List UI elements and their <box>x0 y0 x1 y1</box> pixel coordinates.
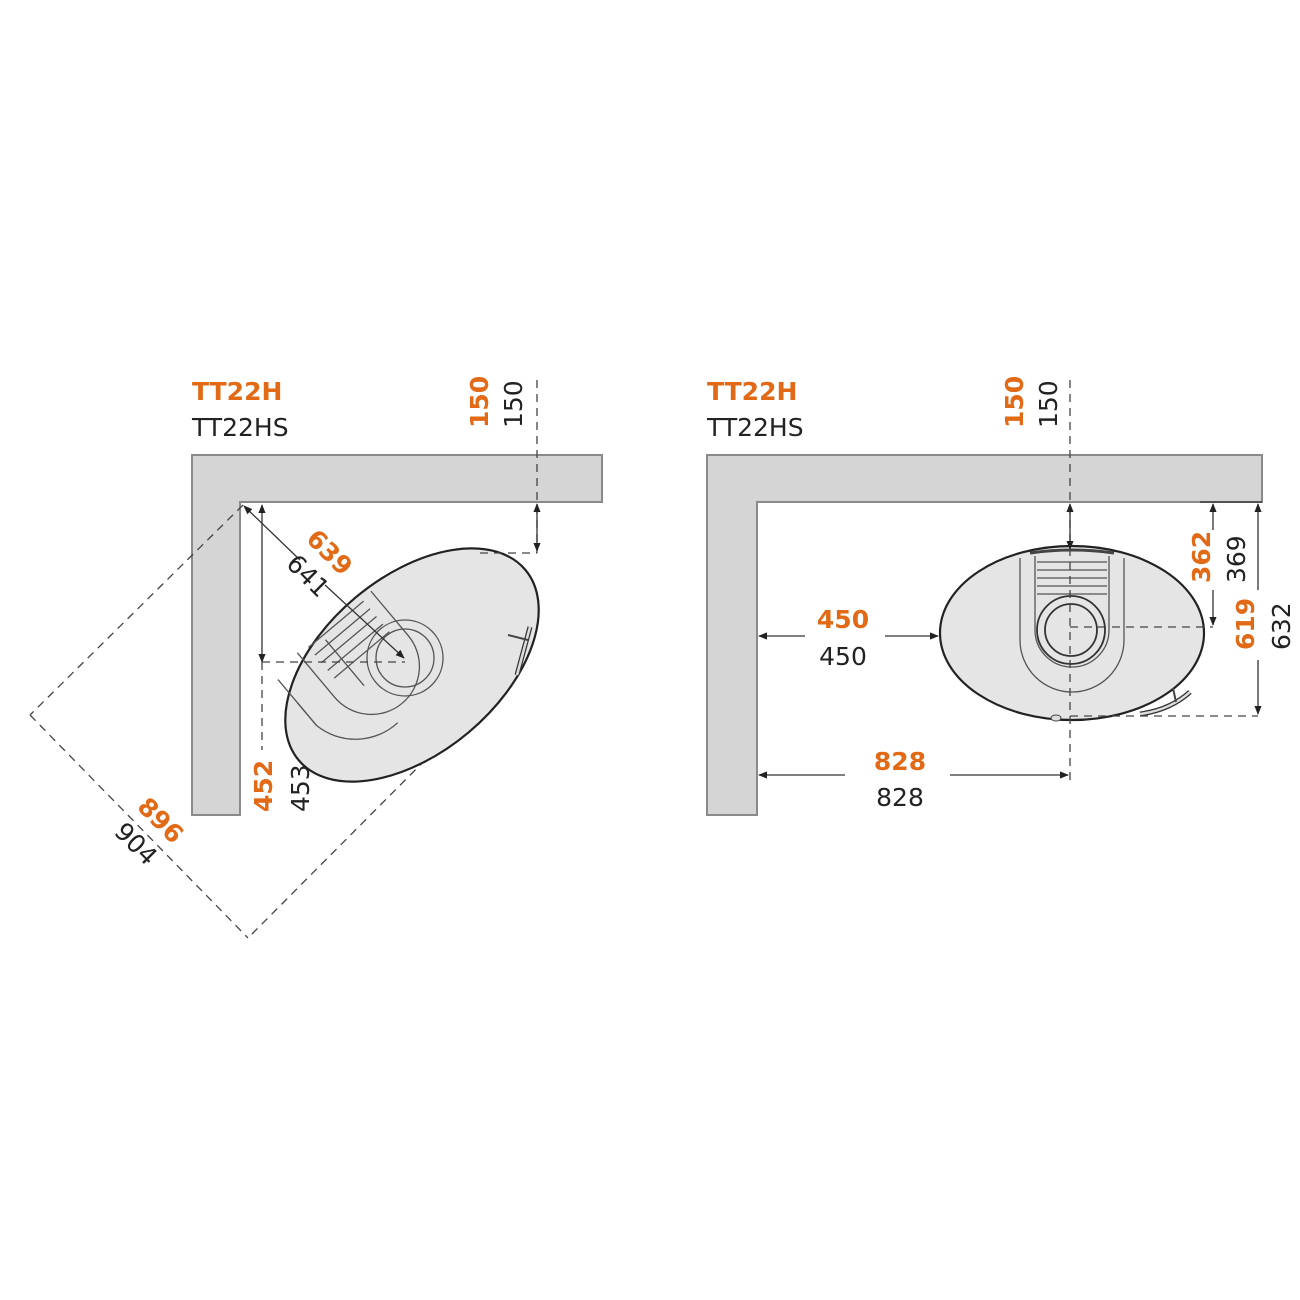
dim-top-secondary: 150 <box>1034 380 1063 428</box>
stove-front-wall <box>938 544 1206 722</box>
dim-side-primary: 452 <box>249 760 278 812</box>
dim-flue-y-primary: 362 <box>1187 531 1216 583</box>
corner-wall <box>191 454 603 816</box>
dim-top-primary: 150 <box>465 376 494 428</box>
dim-side-secondary: 453 <box>286 764 315 812</box>
dim-flue-x-secondary: 828 <box>876 783 924 812</box>
wall <box>706 454 1263 816</box>
dim-left-gap-secondary: 450 <box>819 642 867 671</box>
corner-installation-diagram: TT22H TT22HS 150 150 639 641 452 453 896… <box>29 376 603 939</box>
dim-top-secondary: 150 <box>499 380 528 428</box>
dim-flue-y-secondary: 369 <box>1222 535 1251 583</box>
dim-line <box>29 504 244 716</box>
model-primary-label: TT22H <box>707 377 797 406</box>
dim-top-primary: 150 <box>1000 376 1029 428</box>
model-secondary-label: TT22HS <box>706 413 804 442</box>
dim-left-gap-primary: 450 <box>817 605 869 634</box>
dim-flue-x-primary: 828 <box>874 747 926 776</box>
model-secondary-label: TT22HS <box>191 413 289 442</box>
dim-line <box>29 714 249 939</box>
dim-depth-secondary: 632 <box>1267 602 1296 650</box>
dim-depth-primary: 619 <box>1231 598 1260 650</box>
wall-installation-diagram: TT22H TT22HS 150 150 450 450 828 828 362… <box>706 376 1296 816</box>
model-primary-label: TT22H <box>192 377 282 406</box>
